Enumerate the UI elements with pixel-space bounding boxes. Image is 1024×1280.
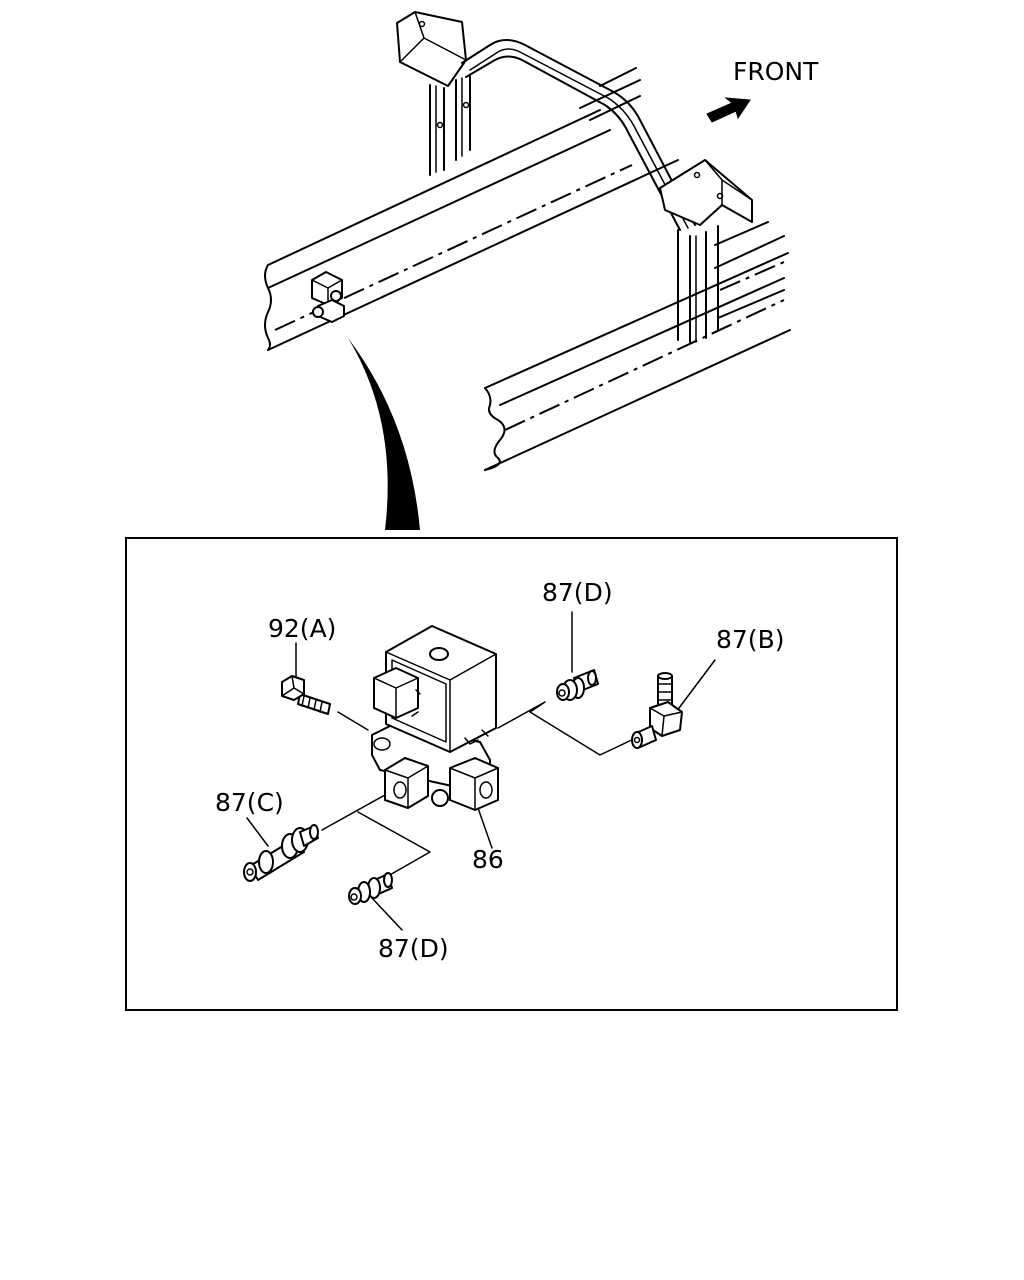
detail-pointer — [348, 338, 420, 530]
mounted-valve — [311, 271, 345, 323]
detail-parts: 92(A) 87(D) 87(B) 87(C) 86 87(D) — [215, 578, 784, 963]
callout-87c: 87(C) — [215, 788, 284, 817]
front-direction-indicator: FRONT — [706, 57, 819, 123]
callout-92a: 92(A) — [268, 614, 336, 643]
cross-member — [396, 11, 753, 343]
callout-87b: 87(B) — [716, 625, 784, 654]
callout-87d-lower: 87(D) — [378, 934, 449, 963]
bolt-92a — [281, 675, 331, 715]
frame-rail-lower — [484, 252, 791, 471]
connector-87d-upper — [556, 669, 599, 701]
callout-87d-upper: 87(D) — [542, 578, 613, 607]
leader-lines — [246, 611, 716, 931]
chassis-overview: FRONT — [264, 11, 819, 530]
detail-frame — [125, 537, 898, 1011]
valve-86 — [371, 625, 499, 811]
front-arrow-icon — [706, 97, 751, 123]
connector-87b-elbow — [631, 672, 683, 749]
front-label: FRONT — [733, 57, 819, 86]
connector-87d-lower — [348, 872, 393, 905]
callout-86: 86 — [472, 845, 504, 874]
connector-87c — [243, 824, 319, 882]
rail-right-far — [714, 221, 785, 319]
